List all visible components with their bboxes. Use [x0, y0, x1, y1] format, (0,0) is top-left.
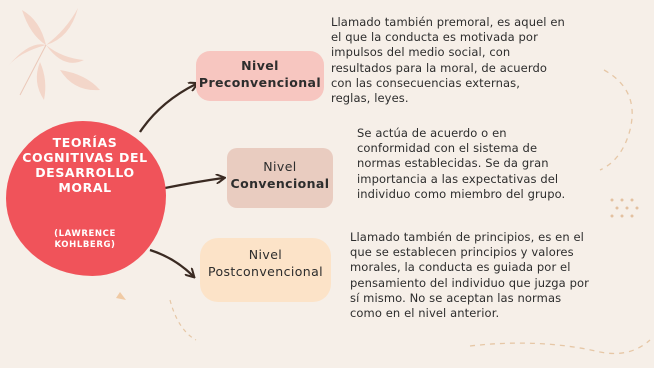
description-line: resultados para la moral, de acuerdo	[331, 60, 547, 75]
level-label-line: Nivel	[263, 159, 297, 174]
dot-pattern-decoration	[610, 198, 639, 218]
leaf-decoration-icon	[8, 8, 100, 100]
description-convencional: Se actúa de acuerdo o en conformidad con…	[357, 126, 629, 202]
central-subtitle-line: (LAWRENCE	[54, 229, 116, 239]
dashed-swirl-decoration	[469, 339, 651, 355]
central-subtitle-line: KOHLBERG)	[54, 240, 116, 250]
description-line: conformidad con el sistema de	[357, 141, 538, 156]
description-line: como en el nivel anterior.	[350, 306, 500, 321]
description-line: Llamado también premoral, es aquel en	[331, 15, 565, 29]
level-convencional-node: Nivel Convencional	[227, 148, 333, 208]
central-node	[6, 121, 166, 276]
description-line: con las consecuencias externas,	[331, 75, 520, 90]
description-line: individuo como miembro del grupo.	[357, 186, 566, 201]
level-label-line: Postconvencional	[207, 264, 324, 279]
description-line: pensamiento del individuo que juzga por	[350, 275, 589, 290]
dashed-swirl-decoration	[169, 299, 197, 341]
arrow-to-preconvencional	[139, 84, 196, 133]
central-title-line: MORAL	[58, 180, 112, 195]
level-label-line: Preconvencional	[198, 75, 322, 90]
description-line: impulsos del medio social, con	[331, 45, 511, 60]
level-label-line: Nivel	[248, 247, 283, 262]
arrow-to-postconvencional	[149, 248, 193, 276]
level-label-line: Nivel	[241, 58, 279, 73]
description-line: reglas, leyes.	[331, 91, 409, 106]
dashed-swirl-decoration	[599, 69, 633, 171]
central-title: TEORÍAS COGNITIVAS DEL DESARROLLO MORAL	[10, 135, 160, 195]
description-line: el que la conducta es motivada por	[331, 30, 538, 45]
central-title-line: TEORÍAS	[52, 135, 118, 150]
description-line: que se establecen principios y valores	[350, 245, 574, 260]
central-title-line: DESARROLLO	[35, 165, 135, 180]
description-line: Se actúa de acuerdo o en	[357, 126, 507, 140]
description-postconvencional: Llamado también de principios, es en el …	[350, 230, 640, 321]
description-line: importancia a las expectativas del	[357, 171, 559, 186]
description-line: morales, la conducta es guiada por el	[350, 260, 571, 275]
description-line: normas establecidas. Se da gran	[357, 156, 549, 171]
central-title-line: COGNITIVAS DEL	[22, 150, 148, 165]
central-subtitle: (LAWRENCE KOHLBERG)	[30, 229, 140, 251]
level-preconvencional-node: Nivel Preconvencional	[196, 51, 324, 101]
description-line: sí mismo. No se aceptan las normas	[350, 290, 562, 305]
arrow-to-convencional	[164, 178, 223, 190]
description-line: Llamado también de principios, es en el	[350, 230, 584, 244]
level-label-line: Convencional	[230, 176, 330, 191]
description-preconvencional: Llamado también premoral, es aquel en el…	[331, 15, 631, 106]
level-postconvencional-node: Nivel Postconvencional	[200, 238, 331, 302]
